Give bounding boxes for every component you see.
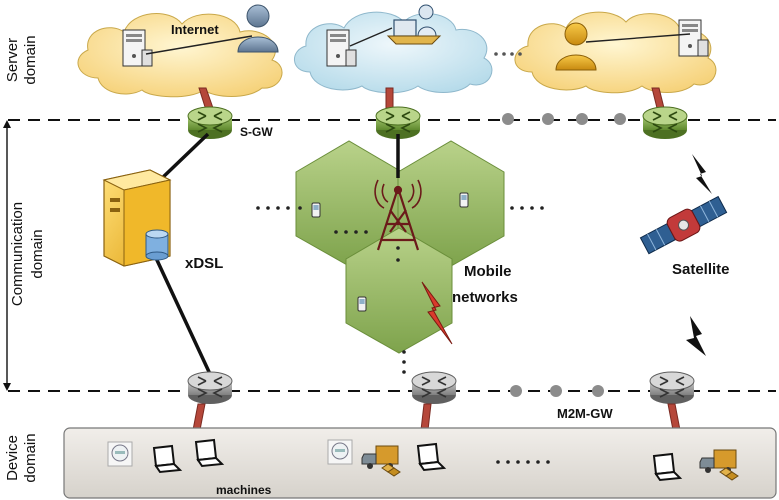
satellite-icon bbox=[639, 195, 728, 255]
phone-icon bbox=[311, 202, 321, 218]
mobile-hex-cells bbox=[295, 140, 505, 354]
mobile-label-line2: networks bbox=[452, 289, 518, 306]
cloud-link bbox=[349, 27, 393, 47]
antenna-tower-icon bbox=[374, 179, 422, 251]
separator-dots bbox=[502, 113, 626, 125]
database-icon bbox=[145, 229, 169, 261]
phone-icon bbox=[357, 296, 367, 312]
m2m-gw-router-icon bbox=[649, 371, 695, 405]
internet-label: Internet bbox=[171, 22, 219, 37]
svg-text:Server: Server bbox=[4, 38, 21, 82]
device-domain-label: Device domain bbox=[4, 433, 39, 482]
sgw-label: S-GW bbox=[240, 125, 273, 139]
server-domain-label: Server domain bbox=[4, 35, 39, 84]
svg-text:Device: Device bbox=[4, 435, 21, 481]
cloud-server-2 bbox=[294, 11, 493, 94]
internet-link bbox=[145, 35, 253, 55]
xdsl-label: xDSL bbox=[185, 255, 223, 272]
arrow-head-icon bbox=[3, 120, 11, 128]
xdsl-link bbox=[154, 257, 212, 375]
svg-text:domain: domain bbox=[22, 433, 39, 482]
svg-text:domain: domain bbox=[29, 229, 46, 278]
ellipsis-dots bbox=[256, 206, 544, 374]
wireless-bolt-icon bbox=[692, 154, 712, 194]
m2m-gw-router-icon bbox=[187, 371, 233, 405]
user-icon bbox=[237, 4, 279, 53]
sgw-router-icon bbox=[187, 106, 233, 140]
smart-meter-icon bbox=[107, 441, 133, 467]
user-at-computer-icon bbox=[386, 4, 442, 45]
ellipsis-dots bbox=[494, 52, 522, 56]
svg-text:Communication: Communication bbox=[9, 202, 26, 306]
svg-text:domain: domain bbox=[22, 35, 39, 84]
wireless-bolt-icon bbox=[686, 316, 706, 356]
mobile-label-line1: Mobile bbox=[464, 263, 512, 280]
satellite-label: Satellite bbox=[672, 261, 730, 278]
m2m-gw-label: M2M-GW bbox=[557, 406, 613, 421]
xdsl-link bbox=[158, 132, 210, 182]
ellipsis-dots bbox=[496, 460, 550, 464]
smart-meter-icon bbox=[327, 439, 353, 465]
arrow-head-icon bbox=[3, 383, 11, 391]
cloud-link bbox=[585, 33, 691, 43]
communication-domain-label: Communication domain bbox=[9, 202, 46, 306]
sgw-router-icon bbox=[642, 106, 688, 140]
machines-label: machines bbox=[216, 483, 272, 497]
wireless-bolt-icon bbox=[421, 281, 453, 345]
separator-dots bbox=[510, 385, 604, 397]
phone-icon bbox=[459, 192, 469, 208]
m2m-gw-router-icon bbox=[411, 371, 457, 405]
user-icon bbox=[555, 22, 597, 71]
